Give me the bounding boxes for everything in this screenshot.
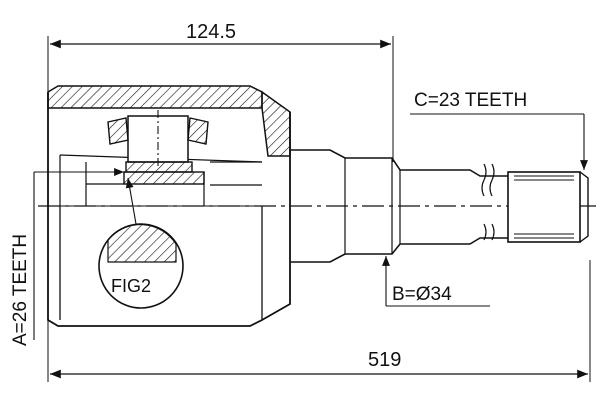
outer-housing [47, 85, 291, 327]
label-a-leader [33, 168, 124, 340]
bottom-dimension-value: 519 [368, 349, 401, 371]
tripod-roller [107, 110, 209, 173]
label-b: B=Ø34 [392, 284, 452, 305]
fig2-label: FIG2 [111, 276, 151, 296]
top-dimension-value: 124.5 [186, 21, 236, 43]
output-shaft [290, 149, 508, 263]
label-a: A=26 TEETH [10, 234, 31, 346]
label-c: C=23 TEETH [414, 90, 527, 111]
bottom-dimension [47, 260, 591, 382]
spider-hub [85, 162, 205, 206]
label-b-leader [382, 255, 490, 307]
top-dimension [47, 36, 394, 162]
fig2-detail [98, 177, 184, 309]
spline-end [507, 171, 589, 243]
label-c-leader [410, 113, 588, 170]
